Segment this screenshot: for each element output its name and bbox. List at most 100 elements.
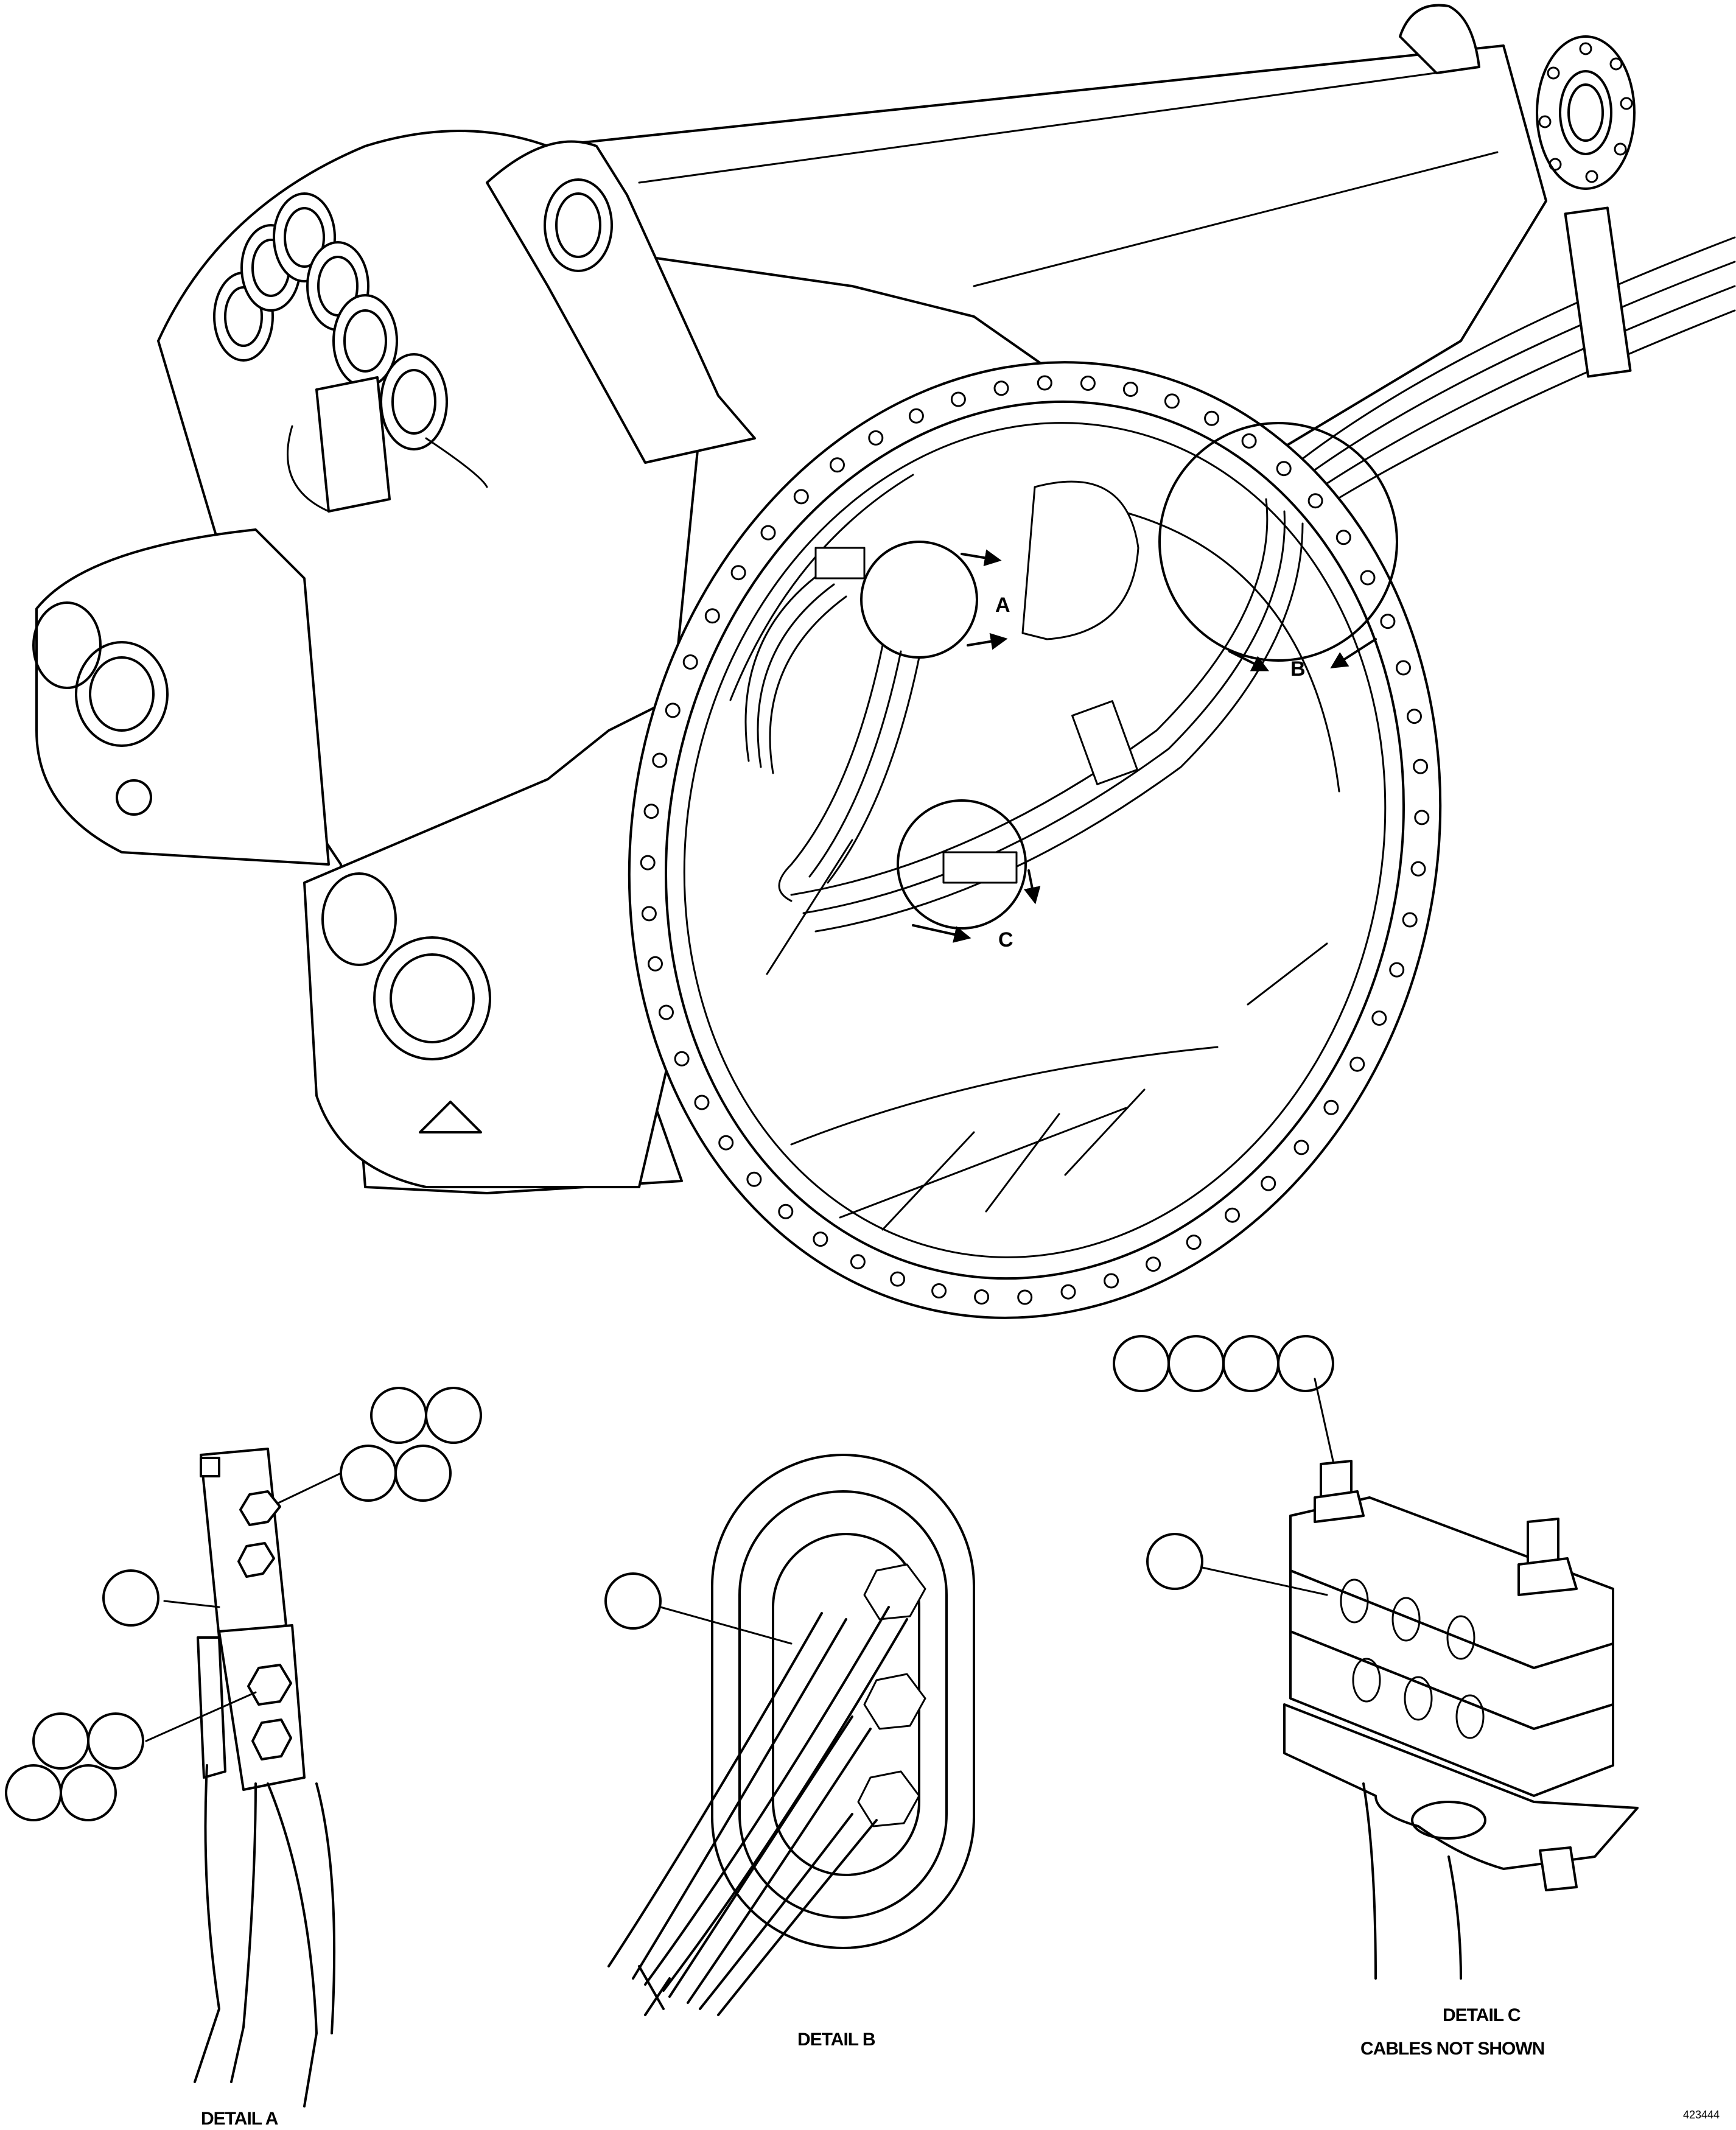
detail-a-cables xyxy=(194,1764,336,2107)
ring-bolt-hole xyxy=(950,391,966,407)
base-plate-slot xyxy=(1411,1801,1486,1840)
ring-bolt-hole xyxy=(1146,1256,1161,1272)
detail-b-leader xyxy=(659,1606,793,1645)
balloon-c-2 xyxy=(1167,1335,1225,1392)
balloon-a-9 xyxy=(394,1445,452,1502)
balloon-c-1 xyxy=(1113,1335,1170,1392)
ring-bolt-hole xyxy=(1402,912,1418,928)
ring-bolt-hole xyxy=(1225,1207,1240,1223)
ring-bolt-hole xyxy=(1360,570,1376,586)
ring-lip xyxy=(683,422,1387,1258)
ring-bolt-hole xyxy=(730,565,746,581)
balloon-a-2 xyxy=(32,1712,89,1770)
ring-bolt-hole xyxy=(674,1051,690,1067)
balloon-a-8 xyxy=(340,1445,397,1502)
detail-a xyxy=(5,1387,482,2107)
interior-slot xyxy=(1021,480,1139,640)
ring-bolt-hole xyxy=(1276,461,1292,477)
ring-bolt-hole xyxy=(694,1095,710,1110)
lamp-cluster xyxy=(213,192,488,513)
strap-top-tab xyxy=(200,1457,220,1477)
balloon-a-5 xyxy=(60,1764,117,1821)
ring-bolt-hole xyxy=(641,906,657,922)
ring-bolt-hole xyxy=(1186,1235,1202,1250)
balloon-a-4 xyxy=(5,1764,62,1821)
ring-bolt-hole xyxy=(659,1004,674,1020)
ring-bolt-hole xyxy=(1037,375,1052,391)
clamp-studs xyxy=(1314,1460,1578,1891)
balloon-c-5 xyxy=(1146,1533,1203,1590)
lower-arm-bore xyxy=(373,936,491,1060)
detail-c xyxy=(1113,1335,1639,1980)
clamp-cable-holes xyxy=(1340,1578,1485,1739)
ring-interior xyxy=(729,474,1340,1231)
ring-bolt-hole xyxy=(640,855,656,871)
ring-bolt-hole xyxy=(648,956,663,972)
ring-bolt-hole xyxy=(1410,861,1426,877)
ring-bolt-hole xyxy=(704,608,720,624)
ring-bolt-hole xyxy=(1017,1289,1033,1305)
strap-lower-plate xyxy=(218,1624,306,1791)
ring-bolt-hole xyxy=(974,1289,990,1305)
ring-bolt-hole xyxy=(1349,1056,1365,1072)
ring-bolt-hole xyxy=(1104,1273,1119,1289)
ring-bolt-hole xyxy=(682,654,698,670)
ring-bolt-hole xyxy=(850,1254,866,1270)
grommet-middle xyxy=(738,1490,948,1919)
ring-bolt-hole xyxy=(890,1271,906,1287)
callout-circles xyxy=(860,422,1398,943)
ring-bolt-hole xyxy=(778,1203,794,1219)
clamp-support xyxy=(1362,1782,1462,1980)
rear-flange xyxy=(1536,35,1636,190)
drawing-number: 423444 xyxy=(1683,2109,1720,2121)
interior-clamp-bottom xyxy=(942,851,1018,884)
left-lug-bore xyxy=(75,641,169,747)
strap-bolt-lower xyxy=(247,1664,292,1706)
ring-bolt-hole xyxy=(1335,530,1351,545)
ring-bolt-hole xyxy=(1396,660,1411,676)
ring-bolt-hole xyxy=(760,525,776,541)
lamp-wiring xyxy=(287,425,488,513)
rear-housing-edge xyxy=(638,66,1499,287)
ring-bolt-hole xyxy=(1293,1140,1309,1155)
detail-c-leaders xyxy=(1201,1378,1334,1596)
ring-bolt-hole xyxy=(908,408,924,424)
ring-inner xyxy=(665,400,1405,1280)
detail-c-callout-balloons xyxy=(1113,1335,1334,1590)
top-lug xyxy=(1399,4,1480,74)
strap-bolt-upper-2 xyxy=(237,1542,275,1578)
left-lug-outer-bore xyxy=(32,601,102,689)
front-ring xyxy=(628,361,1442,1319)
left-lug-hole xyxy=(116,779,152,816)
balloon-a-6 xyxy=(370,1387,427,1444)
detail-a-caption: DETAIL A xyxy=(201,2109,278,2129)
callout-circle-b xyxy=(1158,422,1398,662)
ring-bolt-hole xyxy=(1307,493,1323,509)
ring-bolt-hole xyxy=(1261,1175,1276,1191)
ring-bolt-hole xyxy=(1164,393,1180,409)
ring-bolt-hole xyxy=(931,1283,947,1298)
ring-bolt-hole xyxy=(813,1231,828,1247)
balloon-c-4 xyxy=(1277,1335,1334,1392)
ring-bolt-hole xyxy=(993,380,1009,396)
ring-bolt-hole xyxy=(718,1135,734,1151)
detail-b-caption: DETAIL B xyxy=(797,2030,875,2050)
ring-bolt-hole xyxy=(746,1171,762,1187)
ring-bolt-hole xyxy=(665,702,681,718)
ring-bolt-hole xyxy=(793,489,809,505)
upper-bracket-bore xyxy=(544,178,613,272)
callout-label-c: C xyxy=(998,928,1013,951)
detail-b xyxy=(604,1454,975,2016)
detail-a-callout-balloons xyxy=(5,1387,482,1821)
main-assembly xyxy=(32,4,1736,1319)
detail-c-note: CABLES NOT SHOWN xyxy=(1360,2039,1544,2059)
strap-side-plate xyxy=(197,1636,226,1779)
detail-b-cables xyxy=(607,1606,908,2016)
detail-c-caption: DETAIL C xyxy=(1443,2005,1521,2025)
ring-bolt-hole xyxy=(830,457,845,473)
interior-clamp-left xyxy=(814,547,866,580)
callout-label-a: A xyxy=(995,594,1010,617)
ring-bolt-hole xyxy=(1371,1011,1387,1026)
ring-bolt-hole xyxy=(1204,410,1220,426)
